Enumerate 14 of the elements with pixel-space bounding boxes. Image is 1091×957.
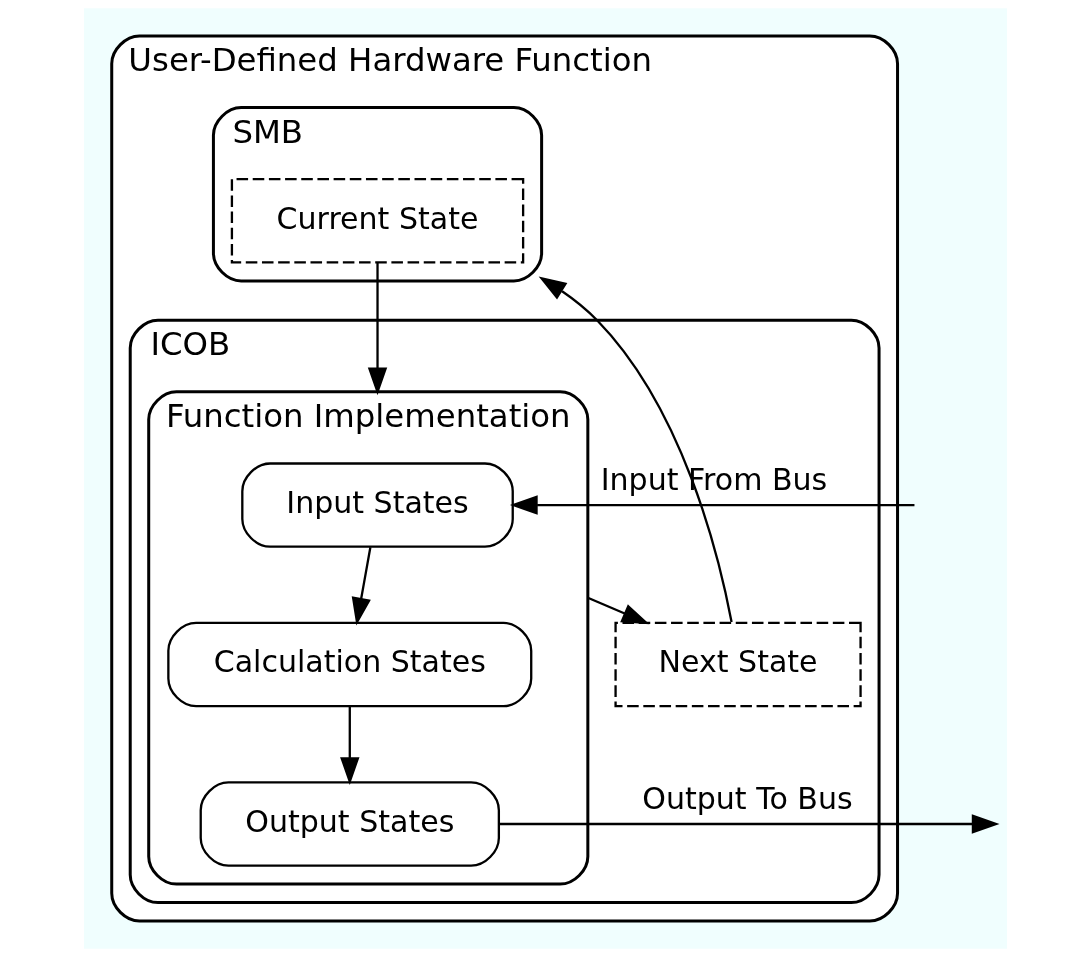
node-box: Calculation States: [167, 621, 533, 708]
edge-label: Output To Bus: [642, 780, 853, 816]
arrow: [499, 814, 1000, 834]
arrow: [367, 262, 388, 396]
node-box: Output States: [199, 781, 500, 867]
edge-label: Input From Bus: [600, 461, 828, 497]
node-box: Current State: [230, 178, 525, 264]
arrow: [509, 495, 915, 515]
arrow: [538, 276, 733, 623]
arrow: [351, 547, 372, 626]
node-box: Input States: [241, 462, 514, 548]
node-box: Next State: [614, 621, 862, 708]
arrow: [340, 706, 360, 785]
arrow: [587, 596, 650, 625]
